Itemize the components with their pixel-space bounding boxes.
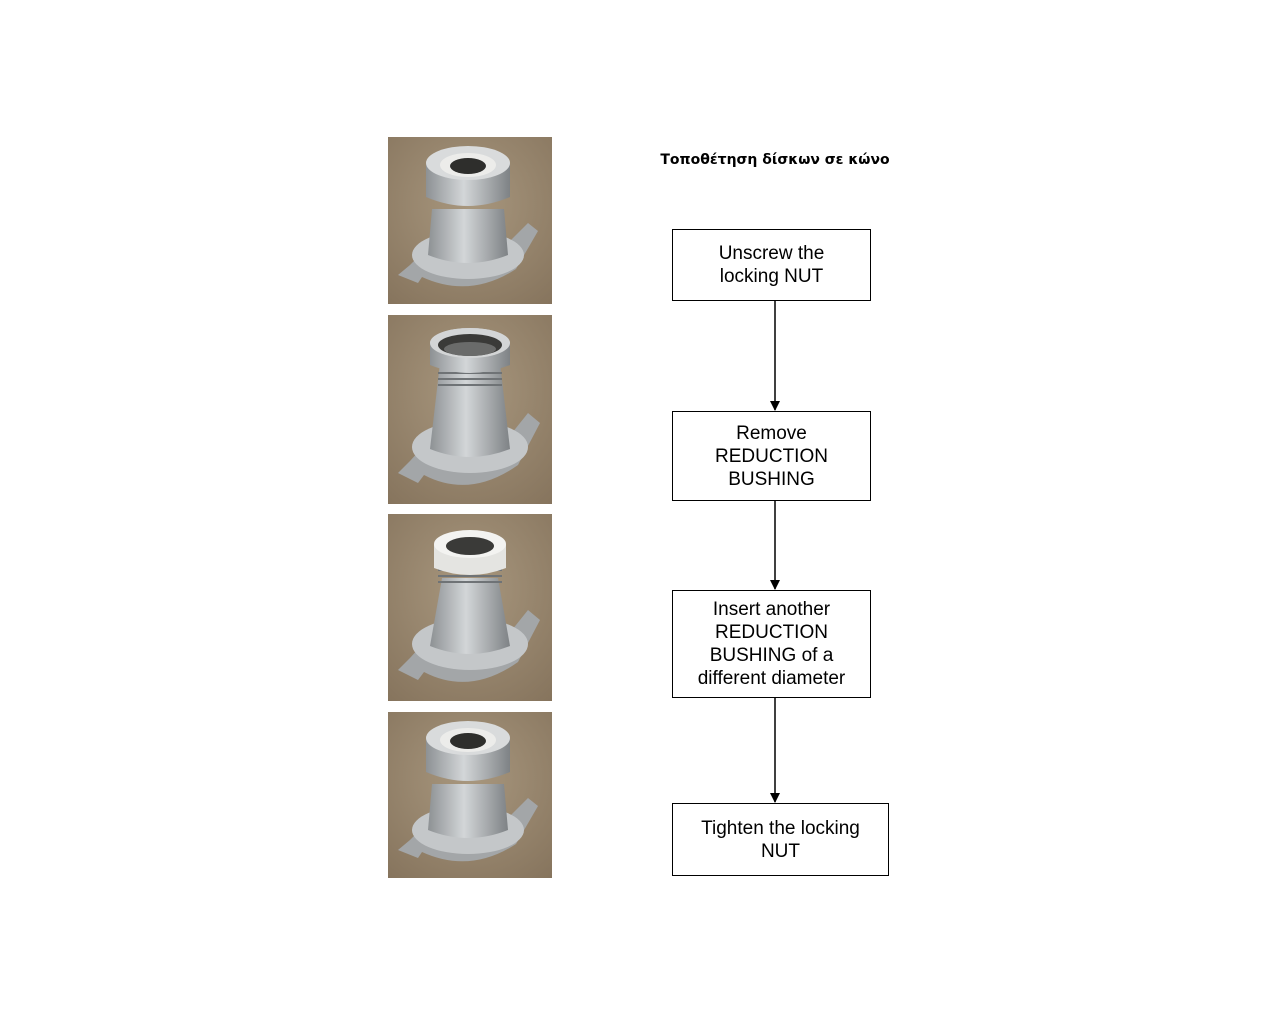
step-photo-4 <box>388 712 552 878</box>
step-label-4: Tighten the locking NUT <box>701 817 860 863</box>
step-label-2: Remove REDUCTION BUSHING <box>715 422 828 491</box>
step-label-3: Insert another REDUCTION BUSHING of a di… <box>698 598 846 690</box>
meat-mincer-cone-photo-icon <box>388 514 552 701</box>
step-box-4: Tighten the locking NUT <box>672 803 889 876</box>
meat-mincer-cone-photo-icon <box>388 712 552 878</box>
diagram-title: Τοποθέτηση δίσκων σε κώνο <box>600 152 950 168</box>
meat-mincer-cone-photo-icon <box>388 315 552 504</box>
step-photo-2 <box>388 315 552 504</box>
step-photo-3 <box>388 514 552 701</box>
step-box-3: Insert another REDUCTION BUSHING of a di… <box>672 590 871 698</box>
meat-mincer-cone-photo-icon <box>388 137 552 304</box>
step-photo-1 <box>388 137 552 304</box>
step-box-2: Remove REDUCTION BUSHING <box>672 411 871 501</box>
step-label-1: Unscrew the locking NUT <box>719 242 825 288</box>
step-box-1: Unscrew the locking NUT <box>672 229 871 301</box>
